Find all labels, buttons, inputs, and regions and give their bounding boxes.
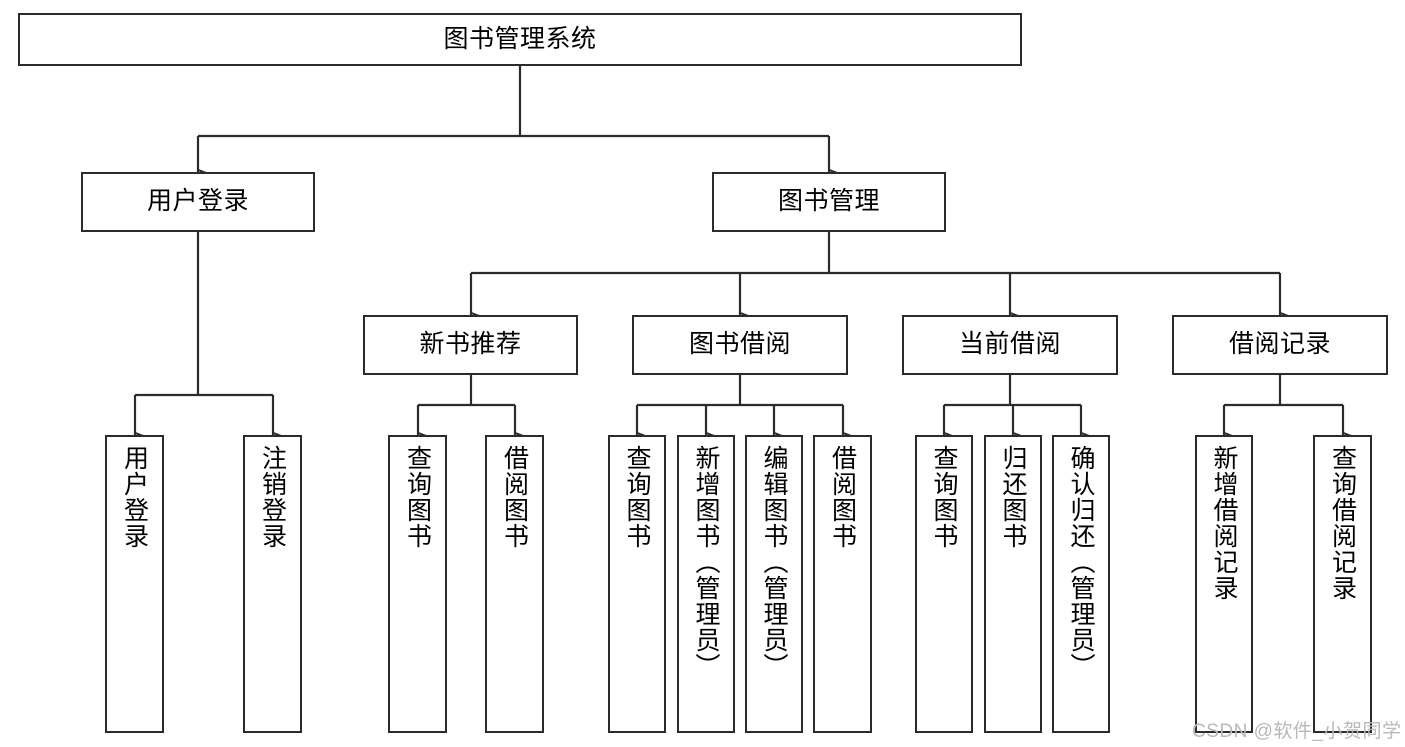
node-leaf-query-2[interactable]: 查询图书 bbox=[608, 435, 666, 733]
node-label: 借阅图书 bbox=[500, 445, 529, 549]
node-leaf-user-login[interactable]: 用户登录 bbox=[105, 435, 164, 733]
node-label: 归还图书 bbox=[999, 445, 1027, 549]
node-leaf-return[interactable]: 归还图书 bbox=[984, 435, 1042, 733]
node-leaf-qry-record[interactable]: 查询借阅记录 bbox=[1313, 435, 1372, 733]
node-label: 编辑图书（管理员） bbox=[760, 445, 788, 679]
watermark-text: CSDN @软件_小贺同学 bbox=[1192, 721, 1402, 742]
node-label: 查询图书 bbox=[623, 445, 651, 549]
node-label: 确认归还（管理员） bbox=[1067, 445, 1095, 679]
node-label: 用户登录 bbox=[146, 187, 249, 216]
node-label: 用户登录 bbox=[120, 445, 149, 549]
node-leaf-query-1[interactable]: 查询图书 bbox=[388, 435, 447, 733]
node-label: 新增图书（管理员） bbox=[692, 445, 720, 679]
node-leaf-edit-book[interactable]: 编辑图书（管理员） bbox=[745, 435, 803, 733]
node-current-borrow[interactable]: 当前借阅 bbox=[902, 315, 1118, 375]
node-label: 图书借阅 bbox=[688, 330, 791, 359]
node-label: 当前借阅 bbox=[958, 330, 1061, 359]
node-book-manage[interactable]: 图书管理 bbox=[712, 172, 946, 232]
node-label: 借阅记录 bbox=[1228, 330, 1331, 359]
node-new-book-rec[interactable]: 新书推荐 bbox=[363, 315, 578, 375]
node-book-borrow[interactable]: 图书借阅 bbox=[632, 315, 848, 375]
node-user-login[interactable]: 用户登录 bbox=[81, 172, 315, 232]
node-root[interactable]: 图书管理系统 bbox=[18, 13, 1022, 66]
node-leaf-borrow-1[interactable]: 借阅图书 bbox=[485, 435, 544, 733]
node-leaf-logout[interactable]: 注销登录 bbox=[243, 435, 302, 733]
node-label: 查询图书 bbox=[930, 445, 958, 549]
node-leaf-add-record[interactable]: 新增借阅记录 bbox=[1195, 435, 1253, 733]
node-label: 查询图书 bbox=[403, 445, 432, 549]
node-label: 注销登录 bbox=[258, 445, 287, 549]
node-label: 借阅图书 bbox=[828, 445, 857, 549]
node-leaf-confirm[interactable]: 确认归还（管理员） bbox=[1052, 435, 1110, 733]
node-label: 查询借阅记录 bbox=[1328, 445, 1357, 601]
node-label: 图书管理 bbox=[777, 187, 880, 216]
node-leaf-add-book[interactable]: 新增图书（管理员） bbox=[677, 435, 735, 733]
node-label: 新书推荐 bbox=[419, 330, 522, 359]
node-borrow-records[interactable]: 借阅记录 bbox=[1172, 315, 1388, 375]
node-label: 新增借阅记录 bbox=[1210, 445, 1238, 601]
node-leaf-borrow-2[interactable]: 借阅图书 bbox=[813, 435, 872, 733]
edge-group bbox=[133, 66, 1352, 439]
node-label: 图书管理系统 bbox=[443, 24, 597, 53]
node-leaf-query-3[interactable]: 查询图书 bbox=[915, 435, 973, 733]
